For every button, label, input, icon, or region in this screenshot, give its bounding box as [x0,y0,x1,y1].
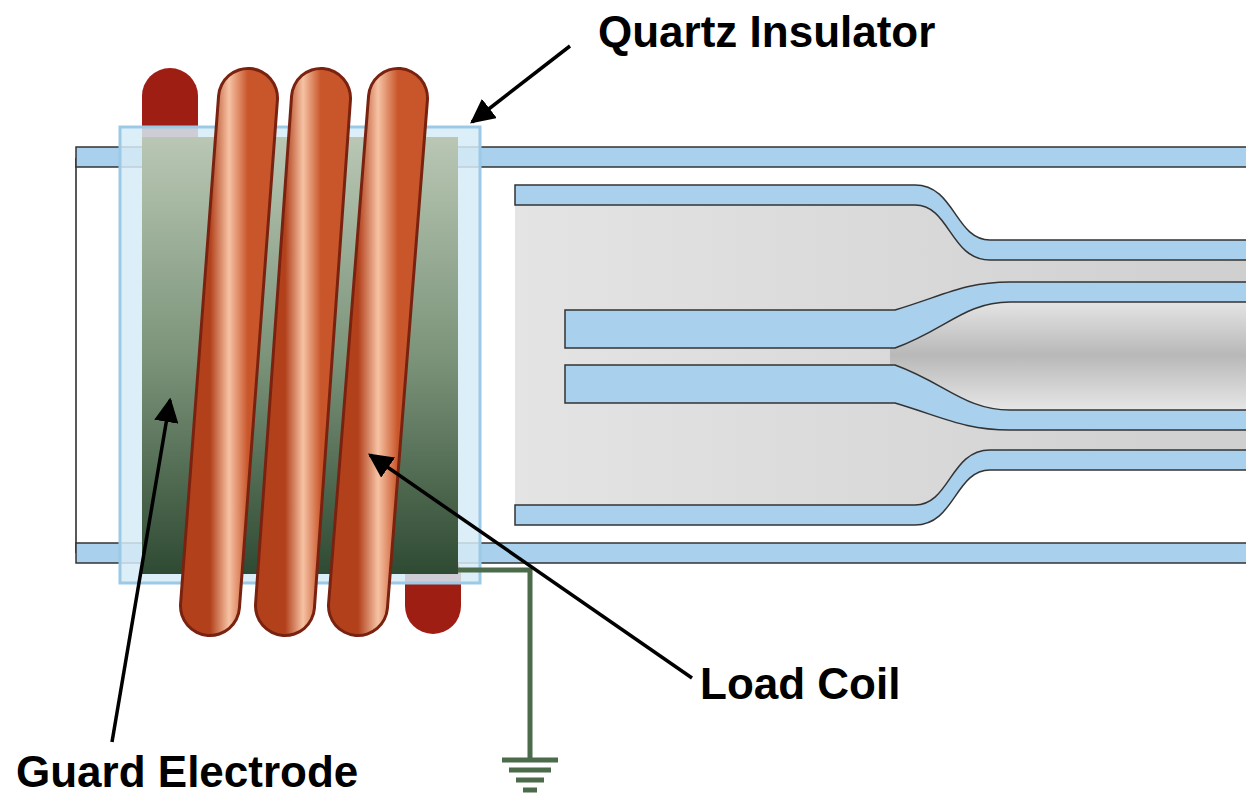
injector-tube [565,282,1246,430]
part-label: Guard Electrode [16,748,358,796]
coil-turn-edge [285,98,321,606]
coil-turn [210,98,248,606]
part-label: Load Coil [700,660,900,708]
ground-symbol [458,570,558,790]
leader-lines [112,46,692,742]
coil-turn [358,98,398,606]
coil-turn [285,98,321,606]
coil-turn-edge [210,98,248,606]
coil-turn-edge [358,98,398,606]
intermediate-tube [515,185,1246,525]
load-coil [210,98,398,606]
part-label: Quartz Insulator [598,8,935,56]
